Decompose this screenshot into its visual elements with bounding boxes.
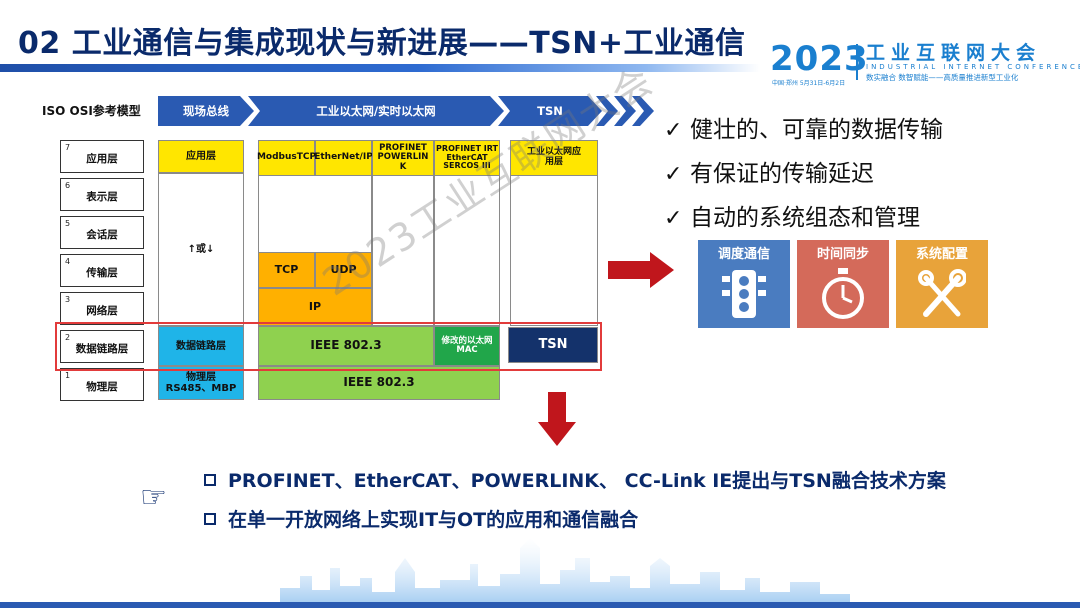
tools-icon xyxy=(918,269,966,317)
osi-model-title: ISO OSI参考模型 xyxy=(42,104,141,118)
modified-ethernet-mac: 修改的以太网MAC xyxy=(434,326,500,366)
stopwatch-icon xyxy=(822,268,864,319)
ethernet-blank-upper xyxy=(258,176,372,252)
network-ip: IP xyxy=(258,288,372,326)
osi-layer-6: 6 表示层 xyxy=(60,178,144,211)
ethernet-blank-col4 xyxy=(434,176,500,326)
layer-name: 物理层 xyxy=(86,381,118,393)
category-fieldbus: 现场总线 xyxy=(158,96,254,126)
check-icon: ✓ xyxy=(664,206,683,231)
physical-ieee8023: IEEE 802.3 xyxy=(258,366,500,400)
bullet-point: PROFINET、EtherCAT、POWERLINK、 CC-Link IE提… xyxy=(204,466,946,493)
title-underline xyxy=(0,64,760,72)
tsn-datalink: TSN xyxy=(508,327,598,363)
tsn-app-layer: 工业以太网应用层 xyxy=(510,140,598,176)
datalink-ieee8023: IEEE 802.3 xyxy=(258,326,434,366)
category-tsn: TSN xyxy=(498,96,602,126)
logo-tagline: 数实融合 数智赋能——高质量推进新型工业化 xyxy=(866,73,1019,82)
logo-date: 中国·郑州 5月31日-6月2日 xyxy=(772,80,846,87)
feature-item: ✓ 健壮的、可靠的数据传输 xyxy=(664,110,943,144)
protocol-profinet-irt: PROFINET IRT EtherCAT SERCOS III xyxy=(434,140,500,176)
bullet-point: 在单一开放网络上实现IT与OT的应用和通信融合 xyxy=(204,505,638,532)
layer-name: 表示层 xyxy=(86,191,118,203)
transport-udp: UDP xyxy=(315,252,372,288)
osi-layer-3: 3 网络层 xyxy=(60,292,144,325)
ethernet-blank-col3 xyxy=(372,176,434,326)
osi-layer-2: 2 数据链路层 xyxy=(60,330,144,363)
layer-name: 网络层 xyxy=(86,305,118,317)
tsn-blank-column xyxy=(510,176,598,326)
layer-name: 数据链路层 xyxy=(75,343,129,355)
conference-logo: 2023 工业互联网大会 INDUSTRIAL INTERNET CONFERE… xyxy=(770,39,1080,88)
layer-number: 2 xyxy=(65,333,71,342)
tile-label: 调度通信 xyxy=(717,247,770,262)
fieldbus-physical-media: RS485、MBP xyxy=(165,383,237,394)
feature-item: ✓ 有保证的传输延迟 xyxy=(664,154,874,188)
fieldbus-app-layer: 应用层 xyxy=(158,140,244,173)
logo-divider xyxy=(856,44,858,80)
osi-layer-1: 1 物理层 xyxy=(60,368,144,401)
feature-text: 自动的系统组态和管理 xyxy=(690,205,920,231)
logo-year: 2023 xyxy=(770,39,869,79)
layer-number: 4 xyxy=(65,257,71,266)
tile-time-synchronization: 时间同步 xyxy=(797,240,889,328)
check-icon: ✓ xyxy=(664,162,683,187)
logo-name-cn: 工业互联网大会 xyxy=(866,42,1042,64)
layer-number: 1 xyxy=(65,371,71,380)
fieldbus-datalink-layer: 数据链路层 xyxy=(158,326,244,366)
osi-layer-4: 4 传输层 xyxy=(60,254,144,287)
page-title: 02 工业通信与集成现状与新进展——TSN+工业通信 xyxy=(18,26,746,61)
protocol-profinet-powerlink: PROFINET POWERLIN K xyxy=(372,140,434,176)
datalink-highlight-frame xyxy=(55,322,602,371)
layer-name: 会话层 xyxy=(86,229,118,241)
layer-number: 5 xyxy=(65,219,71,228)
pointing-hand-icon: ☞ xyxy=(140,480,167,515)
fieldbus-physical-label: 物理层 xyxy=(186,372,216,383)
layer-number: 3 xyxy=(65,295,71,304)
layer-name: 传输层 xyxy=(86,267,118,279)
feature-text: 健壮的、可靠的数据传输 xyxy=(690,117,943,143)
tile-scheduled-communication: 调度通信 xyxy=(698,240,790,328)
bullet-text: PROFINET、EtherCAT、POWERLINK、 CC-Link IE提… xyxy=(228,470,946,492)
transport-tcp: TCP xyxy=(258,252,315,288)
osi-layer-5: 5 会话层 xyxy=(60,216,144,249)
layer-name: 应用层 xyxy=(86,153,118,165)
category-industrial-ethernet: 工业以太网/实时以太网 xyxy=(248,96,504,126)
tile-label: 时间同步 xyxy=(816,247,869,262)
city-skyline-footer xyxy=(0,538,1080,608)
tile-system-configuration: 系统配置 xyxy=(896,240,988,328)
feature-item: ✓ 自动的系统组态和管理 xyxy=(664,198,920,232)
fieldbus-middle-layers: ↑或↓ xyxy=(158,173,244,326)
tile-label: 系统配置 xyxy=(915,247,968,262)
bullet-box-icon xyxy=(204,474,216,486)
protocol-modbustcp: ModbusTCP xyxy=(257,140,316,176)
down-arrow-icon xyxy=(538,392,576,446)
layer-number: 7 xyxy=(65,143,71,152)
bullet-box-icon xyxy=(204,513,216,525)
traffic-light-icon xyxy=(722,270,766,318)
feature-text: 有保证的传输延迟 xyxy=(690,161,874,187)
logo-name-en: INDUSTRIAL INTERNET CONFERENCE xyxy=(866,63,1080,71)
check-icon: ✓ xyxy=(664,118,683,143)
osi-layer-7: 7 应用层 xyxy=(60,140,144,173)
protocol-ethernetip: EtherNet/IP xyxy=(314,140,373,176)
fieldbus-physical-layer: 物理层 RS485、MBP xyxy=(158,366,244,400)
layer-number: 6 xyxy=(65,181,71,190)
right-arrow-icon xyxy=(608,252,674,288)
bullet-text: 在单一开放网络上实现IT与OT的应用和通信融合 xyxy=(228,509,639,531)
